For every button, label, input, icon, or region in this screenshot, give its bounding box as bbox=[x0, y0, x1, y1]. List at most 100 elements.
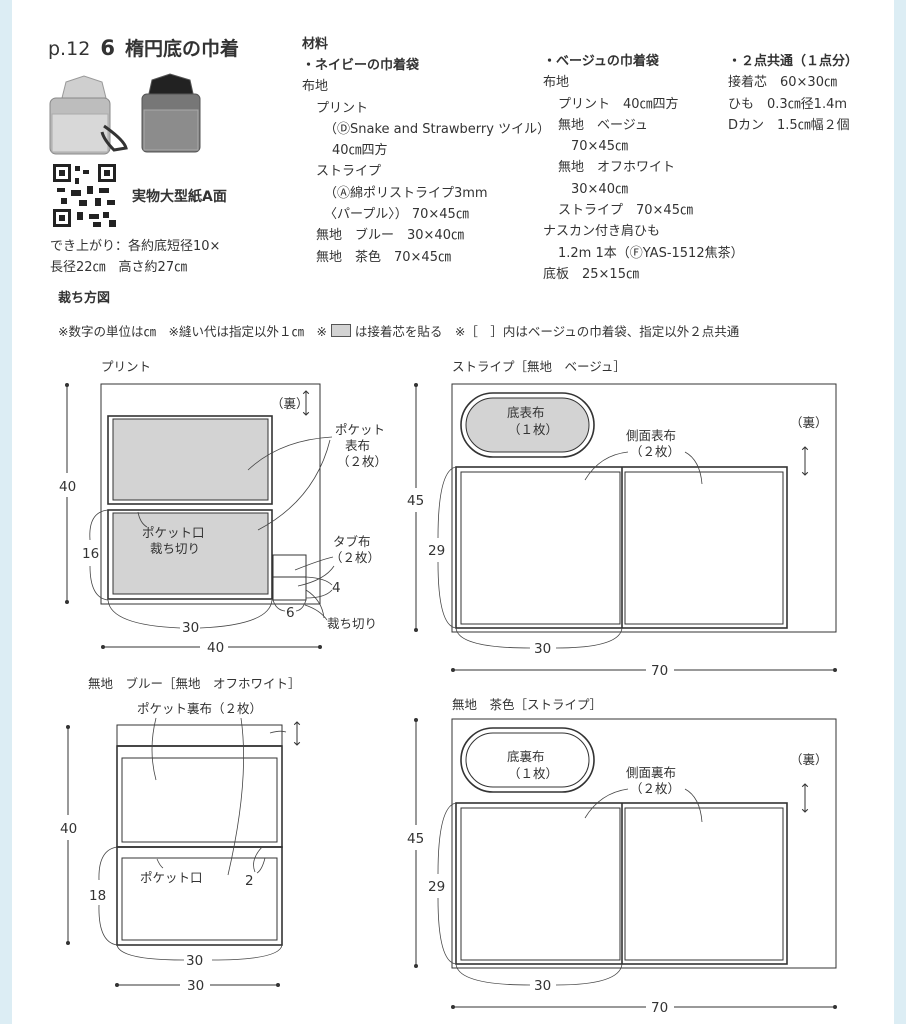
dimension-label: 70 bbox=[651, 663, 668, 679]
side-piece bbox=[460, 807, 621, 961]
material-line: 無地 ベージュ bbox=[558, 117, 648, 133]
material-line: 40㎝四方 bbox=[332, 143, 388, 159]
cutting-note: ※数字の単位は㎝ ※縫い代は指定以外１㎝ ※ は接着芯を貼る ※［ ］内はベージュ… bbox=[58, 321, 739, 340]
interfacing-area bbox=[112, 512, 269, 595]
pattern-sheet-label: 実物大型紙A面 bbox=[132, 189, 227, 205]
finished-size-line: 長径22㎝ 高さ約27㎝ bbox=[50, 260, 188, 276]
diagram-stripe: ストライプ［無地 ベージュ］ 底表布 （１枚） 側面表布 （２枚） （裏） 29… bbox=[407, 359, 837, 679]
label: （２枚） bbox=[337, 454, 387, 469]
note-text: ※数字の単位は㎝ ※縫い代は指定以外１㎝ ※ bbox=[58, 324, 327, 339]
finished-size: でき上がり：各約底短径10× 長径22㎝ 高さ約27㎝ bbox=[50, 236, 220, 279]
dimension-label: 45 bbox=[407, 831, 424, 847]
label: ポケット口 bbox=[140, 870, 203, 885]
material-line: ストライプ bbox=[316, 164, 382, 180]
label: 側面裏布 bbox=[626, 765, 676, 780]
page-title: p.12 6 楕円底の巾着 bbox=[48, 34, 239, 61]
material-line: プリント 40㎝四方 bbox=[558, 96, 679, 112]
label: 裁ち切り bbox=[150, 541, 200, 556]
material-line: 底板 25×15㎝ bbox=[543, 266, 639, 282]
material-line: Dカン 1.5㎝幅２個 bbox=[728, 117, 850, 133]
material-line: プリント bbox=[316, 100, 369, 116]
diagram-title: 無地 ブルー［無地 オフホワイト］ bbox=[88, 676, 301, 691]
dimension-label: 40 bbox=[60, 821, 77, 837]
finished-size-line: でき上がり：各約底短径10× bbox=[50, 239, 221, 254]
label: （１枚） bbox=[508, 766, 558, 781]
interfacing-area bbox=[112, 418, 269, 501]
cutting-heading: 裁ち方図 bbox=[58, 291, 111, 306]
material-line: （ⒹSnake and Strawberry ツイル） bbox=[324, 121, 551, 137]
common-title: ・２点共通（１点分） bbox=[728, 54, 859, 69]
materials-heading: 材料 bbox=[302, 37, 329, 52]
material-line: 無地 茶色 70×45㎝ bbox=[316, 249, 451, 265]
label: （２枚） bbox=[330, 550, 380, 565]
item-title: 楕円底の巾着 bbox=[125, 38, 240, 60]
interfacing-area bbox=[465, 397, 590, 453]
fabric-outline bbox=[100, 383, 321, 605]
label: 裁ち切り bbox=[327, 616, 377, 631]
diagram-print: プリント （裏） ポケット 表布 （２枚） ポケット口 裁ち切り タブ布 （２枚… bbox=[59, 359, 387, 656]
diagram-brown: 無地 茶色［ストライプ］ 底裏布 （１枚） 側面裏布 （２枚） （裏） 29 3… bbox=[407, 697, 837, 1016]
material-line: 無地 オフホワイト bbox=[558, 160, 676, 176]
label: 側面表布 bbox=[626, 428, 676, 443]
dimension-label: 2 bbox=[245, 873, 254, 889]
material-line: 70×45㎝ bbox=[571, 139, 628, 155]
page-edge-right bbox=[894, 0, 906, 1024]
materials-common: ・２点共通（１点分） 接着芯 60×30㎝ ひも 0.3㎝径1.4m Dカン 1… bbox=[728, 51, 858, 136]
material-line: 30×40㎝ bbox=[571, 181, 628, 197]
qr-code[interactable] bbox=[53, 164, 116, 227]
bottom-piece bbox=[460, 727, 595, 793]
dimension-label: 16 bbox=[82, 546, 99, 562]
dimension-label: 45 bbox=[407, 493, 424, 509]
label: （２枚） bbox=[630, 781, 680, 796]
material-line: 布地 bbox=[543, 75, 570, 91]
pocket-lining-piece bbox=[116, 745, 283, 848]
diagram-title: プリント bbox=[101, 359, 151, 374]
side-piece bbox=[460, 471, 621, 625]
bag-photos bbox=[49, 73, 201, 155]
dimension-label: 40 bbox=[207, 640, 224, 656]
material-line: ひも 0.3㎝径1.4m bbox=[728, 96, 848, 112]
dimension-label: 70 bbox=[651, 1000, 668, 1016]
page-edge-left bbox=[0, 0, 12, 1024]
label: （１枚） bbox=[508, 422, 558, 437]
material-line: 接着芯 60×30㎝ bbox=[728, 75, 837, 91]
dimension-label: 30 bbox=[187, 978, 204, 994]
material-line: ストライプ 70×45㎝ bbox=[558, 203, 693, 219]
material-line: 布地 bbox=[302, 79, 329, 95]
dimension-label: 30 bbox=[534, 641, 551, 657]
interfacing-swatch bbox=[330, 324, 351, 337]
pocket-piece bbox=[107, 509, 273, 600]
label: （２枚） bbox=[630, 444, 680, 459]
dimension-label: 29 bbox=[428, 879, 445, 895]
diagram-title: 無地 茶色［ストライプ］ bbox=[452, 697, 602, 712]
dimension-label: 4 bbox=[332, 580, 341, 596]
bottom-piece bbox=[460, 392, 595, 458]
fabric-outline bbox=[451, 718, 837, 969]
label: 表布 bbox=[345, 438, 370, 453]
page-number: p.12 bbox=[48, 38, 91, 60]
reverse-label: （裏） bbox=[271, 396, 309, 411]
material-line: 1.2m 1本（ⒻYAS-1512焦茶） bbox=[558, 245, 744, 261]
pocket-piece bbox=[107, 415, 273, 505]
tab-piece bbox=[272, 554, 307, 578]
note-text: は接着芯を貼る ※［ ］内はベージュの巾着袋、指定以外２点共通 bbox=[354, 324, 740, 339]
side-piece bbox=[624, 807, 784, 961]
reverse-label: （裏） bbox=[790, 752, 828, 767]
dimension-label: 30 bbox=[182, 620, 199, 636]
dimension-label: 40 bbox=[59, 479, 76, 495]
beige-bag-image bbox=[49, 75, 128, 155]
tab-piece bbox=[272, 576, 307, 601]
label: ポケット bbox=[335, 422, 385, 437]
dimension-label: 18 bbox=[89, 888, 106, 904]
diagram-title: ストライプ［無地 ベージュ］ bbox=[452, 359, 626, 374]
material-line: 無地 ブルー 30×40㎝ bbox=[316, 228, 464, 244]
material-line: （Ⓐ綿ポリストライプ3mm bbox=[324, 185, 488, 201]
label: ポケット裏布（２枚） bbox=[137, 701, 262, 716]
navy-bag-image bbox=[141, 73, 201, 153]
navy-title: ・ネイビーの巾着袋 bbox=[302, 58, 420, 73]
reverse-label: （裏） bbox=[790, 415, 828, 430]
label: 底表布 bbox=[507, 405, 545, 420]
fabric-outline bbox=[451, 383, 837, 633]
material-line: ナスカン付き肩ひも bbox=[543, 224, 661, 240]
